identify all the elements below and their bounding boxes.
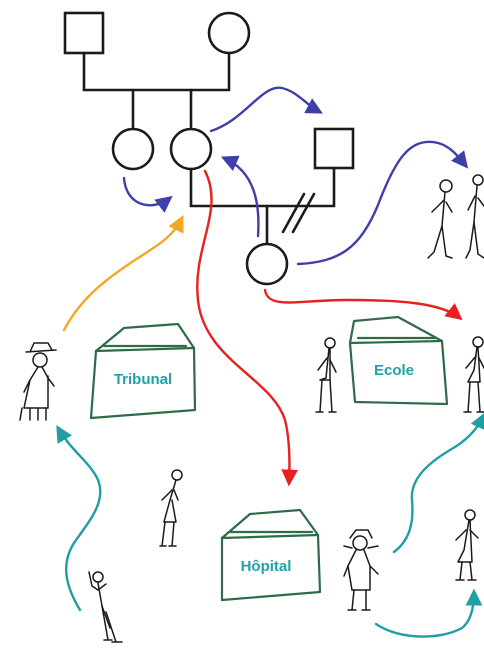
parents-couple-line (189, 166, 336, 208)
person-figure-right-icon (455, 509, 479, 581)
buildings (89, 315, 449, 602)
ecole-parent-figure-icon (315, 337, 337, 413)
relation-arrows (56, 86, 484, 638)
separation-double-slash-icon (281, 192, 316, 234)
judge-figure-icon (19, 342, 57, 421)
father-square-icon (313, 127, 355, 170)
arrow-daughter-to-mother (122, 176, 173, 213)
arrow-child-to-couple (296, 140, 469, 266)
grandfather-square-icon (63, 11, 105, 55)
nurse-figure-icon (343, 529, 379, 611)
arrow-nurse-to-figure (374, 588, 483, 638)
ecole-building-icon (348, 315, 449, 406)
arrow-figure-to-judge (56, 425, 102, 612)
hopital-building-icon (220, 508, 322, 602)
couple-figures-icon (427, 174, 484, 259)
waving-figure-icon (88, 571, 123, 643)
tribunal-building-icon (89, 322, 197, 420)
mother-circle-icon (169, 127, 213, 171)
arrow-mother-to-father (209, 86, 323, 133)
ecole-child-figure-icon (463, 336, 484, 413)
arrow-child-to-mother (220, 155, 260, 238)
tribunal-label: Tribunal (114, 371, 172, 388)
arrow-nurse-to-ecole-figure (392, 411, 484, 554)
person-figure-center-icon (159, 469, 183, 547)
child-circle-icon (245, 242, 289, 286)
grandparents-marriage-line (82, 51, 231, 92)
daughter-circle-icon (111, 127, 155, 171)
ecole-label: Ecole (374, 362, 414, 379)
arrow-child-to-ecole (263, 288, 463, 321)
genogram (63, 11, 355, 286)
people (19, 174, 484, 643)
grandmother-circle-icon (207, 11, 251, 55)
arrow-judge-to-mother (62, 214, 184, 332)
hopital-label: Hôpital (241, 558, 292, 575)
arrow-mother-to-hopital (196, 169, 299, 487)
